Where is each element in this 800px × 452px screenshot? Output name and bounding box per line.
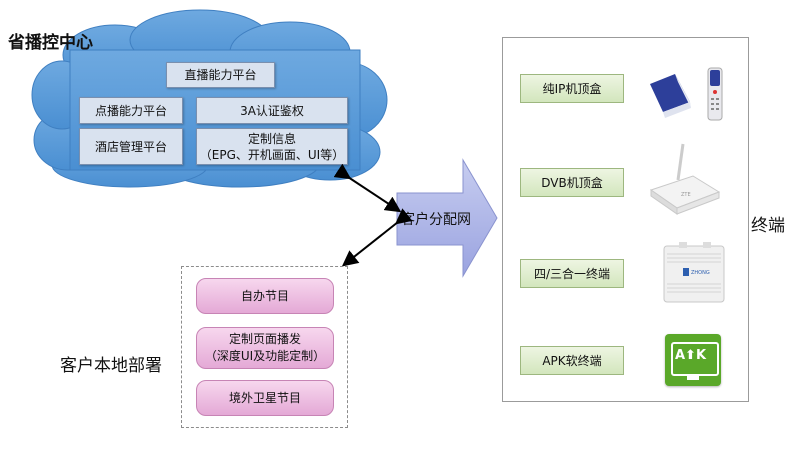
- auth-label: 3A认证鉴权: [240, 103, 304, 118]
- apk-box: APK软终端: [520, 346, 624, 375]
- ip-stb-box: 纯IP机顶盒: [520, 74, 624, 103]
- terminal-title: 终端: [751, 216, 785, 236]
- vod-platform-label: 点播能力平台: [94, 103, 167, 118]
- vod-platform-box: 点播能力平台: [79, 97, 183, 124]
- hotel-mgmt-box: 酒店管理平台: [79, 128, 183, 165]
- self-program-label: 自办节目: [240, 288, 289, 303]
- hotel-mgmt-label: 酒店管理平台: [94, 139, 167, 154]
- custom-page-box: 定制页面播发 （深度UI及功能定制）: [196, 327, 334, 369]
- self-program-box: 自办节目: [196, 278, 334, 314]
- auth-box: 3A认证鉴权: [196, 97, 348, 124]
- dvb-stb-box: DVB机顶盒: [520, 168, 624, 197]
- terminal-frame: [502, 37, 749, 402]
- all-in-one-brand-text: ZHONG: [691, 270, 710, 276]
- custom-info-box: 定制信息 （EPG、开机画面、UI等）: [196, 128, 348, 165]
- apk-icon-stand: [687, 374, 699, 380]
- live-platform-label: 直播能力平台: [184, 68, 257, 82]
- apk-app-icon: A⬆K: [665, 334, 721, 386]
- custom-info-line2: （EPG、开机画面、UI等）: [199, 147, 345, 162]
- live-platform-box: 直播能力平台: [166, 62, 275, 88]
- ip-stb-device-icon: [650, 67, 723, 121]
- custom-page-line2: （深度UI及功能定制）: [204, 349, 326, 363]
- all-in-one-device-icon: ZHONG: [663, 242, 725, 303]
- local-deployment-frame: [181, 266, 348, 428]
- local-deployment-title: 客户本地部署: [60, 356, 162, 376]
- all-in-one-box: 四/三合一终端: [520, 259, 624, 288]
- all-in-one-label: 四/三合一终端: [533, 267, 611, 281]
- apk-icon-text: A⬆K: [675, 348, 707, 363]
- svg-text:ZTE: ZTE: [681, 192, 691, 198]
- network-label: 客户分配网: [401, 212, 471, 228]
- dvb-stb-device-icon: ZTE: [649, 143, 721, 215]
- province-center-title: 省播控中心: [8, 33, 93, 53]
- ip-stb-label: 纯IP机顶盒: [542, 82, 602, 96]
- apk-label: APK软终端: [542, 354, 602, 368]
- satellite-program-box: 境外卫星节目: [196, 380, 334, 416]
- dvb-stb-label: DVB机顶盒: [541, 176, 603, 190]
- satellite-program-label: 境外卫星节目: [228, 390, 301, 405]
- custom-page-line1: 定制页面播发: [228, 332, 301, 346]
- custom-info-line1: 定制信息: [247, 131, 296, 146]
